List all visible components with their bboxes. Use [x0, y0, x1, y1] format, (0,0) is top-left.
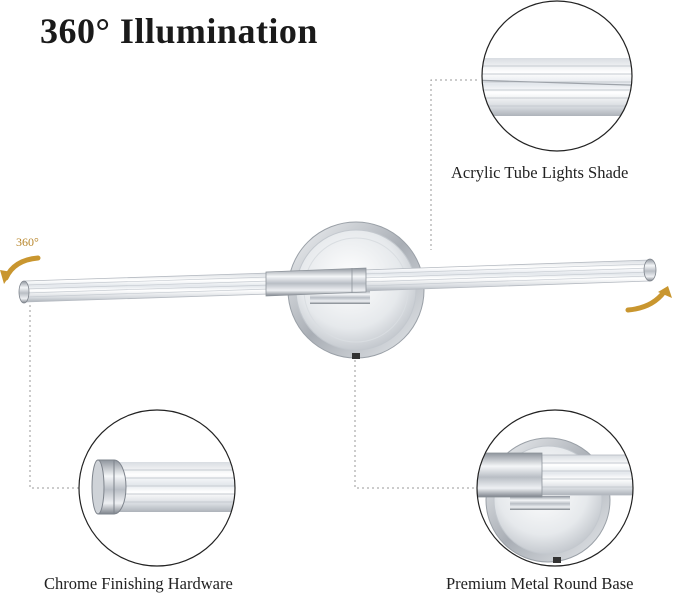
detail-circle-acrylic — [481, 0, 633, 152]
callout-chrome-label: Chrome Finishing Hardware — [44, 574, 233, 593]
detail-circle-base — [476, 409, 634, 567]
callout-base-label: Premium Metal Round Base — [446, 574, 634, 593]
rotate-right-arrow-icon — [625, 286, 672, 313]
leader-lines — [29, 79, 477, 489]
acrylic-tube — [18, 258, 657, 304]
rotation-degree-label: 360° — [16, 235, 39, 249]
detail-circle-chrome — [78, 409, 236, 567]
callout-acrylic-label: Acrylic Tube Lights Shade — [451, 163, 629, 182]
rotate-left-arrow-icon — [0, 255, 41, 284]
page-title: 360° Illumination — [40, 11, 318, 51]
